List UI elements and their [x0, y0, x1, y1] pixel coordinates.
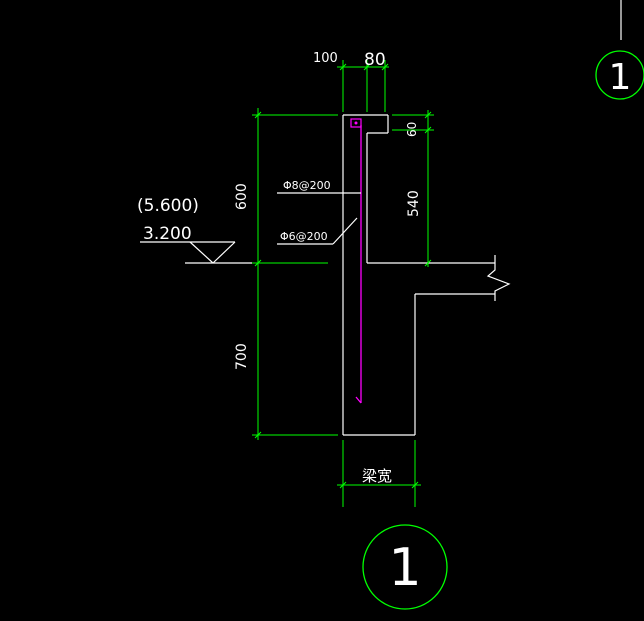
beam-width-label: 梁宽: [362, 467, 392, 485]
left-tick-mid: [254, 259, 262, 267]
dim-left-lower: 700: [234, 343, 250, 370]
break-line: [486, 255, 511, 301]
dim-top-right: 80: [364, 50, 386, 70]
elevation-lower: 3.200: [143, 224, 192, 244]
top-rebar-box: [350, 118, 362, 128]
left-tick-bottom: [254, 431, 262, 439]
bottom-tick-right: [411, 481, 419, 489]
section-circle-corner: [595, 50, 644, 100]
right-tick-top: [424, 111, 432, 119]
leader-rebar-2-diagonal: [332, 217, 358, 245]
right-tick-mid: [424, 126, 432, 134]
top-rebar-dot: [354, 121, 358, 125]
section-outline: [342, 114, 511, 436]
rebar-label-2: Φ6@200: [280, 230, 328, 243]
dim-right-upper: 60: [405, 122, 419, 137]
bottom-tick-left: [339, 481, 347, 489]
elevation-upper: (5.600): [137, 196, 199, 216]
section-circle-main: [362, 524, 448, 610]
left-dimension: 600 700: [234, 108, 338, 440]
right-dimension: 60 540: [392, 110, 434, 267]
dim-right-lower: 540: [406, 190, 422, 217]
dim-top-left: 100: [313, 51, 338, 66]
section-number-main: 1: [388, 538, 421, 598]
rebar-hook-bottom: [355, 396, 362, 404]
rebar-group: [350, 118, 362, 404]
dim-left-upper: 600: [234, 183, 250, 210]
rebar-annotations: Φ8@200 Φ6@200: [277, 179, 361, 245]
section-mark-main: 1: [362, 524, 448, 610]
elevation-mark: (5.600) 3.200: [137, 196, 252, 264]
section-number-corner: 1: [609, 57, 632, 98]
right-tick-bottom: [424, 259, 432, 267]
elevation-triangle-right: [212, 241, 236, 264]
top-tick-mid: [363, 63, 371, 71]
top-tick-left: [339, 63, 347, 71]
left-tick-top: [254, 111, 262, 119]
top-tick-right: [381, 63, 389, 71]
elevation-triangle-left: [189, 241, 214, 264]
top-dimension: 100 80: [313, 50, 389, 112]
section-mark-corner: 1: [595, 0, 644, 100]
bottom-dimension: 梁宽: [337, 440, 421, 507]
rebar-label-1: Φ8@200: [283, 179, 331, 192]
